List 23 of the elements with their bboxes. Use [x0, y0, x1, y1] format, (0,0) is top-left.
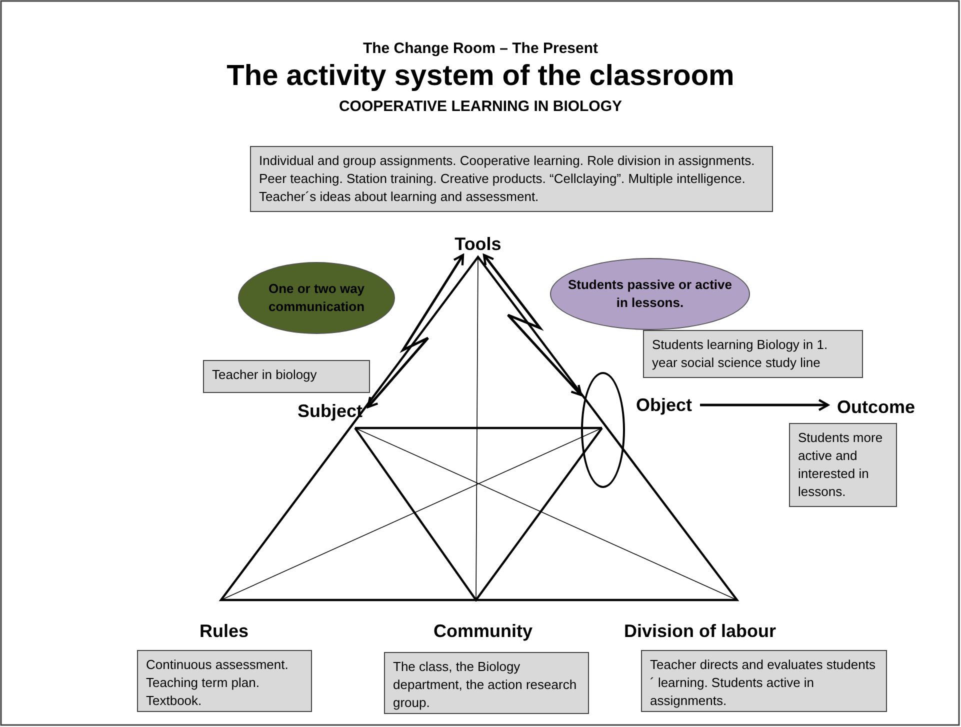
vertex-label: Division of labour — [620, 620, 780, 644]
text-box: The class, the Biology department, the action research group. — [384, 652, 589, 714]
title: The activity system of the classroom — [226, 60, 736, 93]
vertex-label: Object — [628, 394, 700, 418]
ellipse-callout: One or two way communication — [238, 262, 395, 334]
vertex-label: Community — [423, 620, 543, 644]
vertex-label: Outcome — [828, 396, 924, 420]
text-box: Students learning Biology in 1. year social science study line — [643, 330, 863, 378]
ellipse-callout: Students passive or active in lessons. — [550, 258, 750, 330]
subtitle-text: COOPERATIVE LEARNING IN BIOLOGY — [338, 98, 624, 115]
vertex-label: Rules — [184, 620, 264, 644]
arrow — [700, 398, 830, 412]
text-box: Students more active and interested in lessons. — [789, 423, 897, 507]
text-box: Teacher in biology — [203, 360, 370, 393]
heading-text: The Change Room – The Present — [362, 40, 600, 57]
text-box: Individual and group assignments. Cooperative learning. Role division in assignments. Peer teaching. Station training. Creative products. “Cellclaying”. Multiple intelligence. Teacher´s ideas about learning and assessment. — [250, 146, 773, 212]
vertex-label: Tools — [448, 233, 508, 255]
text-box: Teacher directs and evaluates students´ learning. Students active in assignments. — [641, 650, 887, 712]
highlight-oval — [581, 372, 625, 488]
text-box: Continuous assessment. Teaching term plan. Textbook. — [137, 650, 312, 712]
arrow — [366, 254, 464, 408]
vertex-label: Subject — [292, 400, 368, 424]
arrow — [482, 254, 582, 396]
